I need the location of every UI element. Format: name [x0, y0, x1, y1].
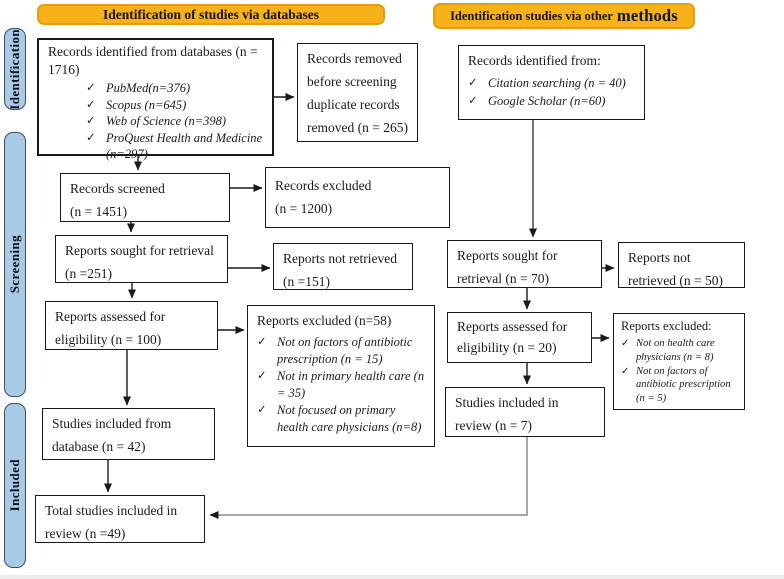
list-item: ✓ ProQuest Health and Medicine (n=297) [86, 130, 263, 163]
stage-label-included: Included [4, 403, 26, 568]
stage-label-included-text: Included [7, 459, 22, 512]
box-title: Reports excluded (n=58) [257, 313, 392, 328]
box-reports-sought-other: Reports sought for retrieval (n = 70) [447, 240, 602, 288]
check-icon: ✓ [468, 77, 478, 89]
box-reports-not-retrieved-other: Reports not retrieved (n = 50) [618, 242, 745, 288]
check-icon: ✓ [621, 365, 630, 377]
box-records-identified-other: Records identified from: ✓ Citation searc… [458, 45, 645, 120]
check-icon: ✓ [257, 336, 267, 348]
box-studies-included-db: Studies included from database (n = 42) [42, 408, 215, 460]
list-item-text: Not focused on primary health care physi… [277, 403, 422, 434]
list-item-text: Not on factors of antibiotic prescriptio… [277, 335, 413, 366]
box-text: eligibility (n = 100) [55, 332, 162, 347]
banner-other-methods-emphasis: methods [616, 6, 678, 25]
box-text: Reports not [628, 250, 691, 265]
list-item: ✓ Not in primary health care (n = 35) [257, 368, 425, 402]
box-studies-included-other: Studies included in review (n = 7) [445, 387, 605, 437]
box-text: Records removed [307, 51, 402, 66]
other-source-list: ✓ Citation searching (n = 40) ✓ Google Sch… [468, 74, 635, 110]
box-text: Reports sought for [457, 248, 558, 263]
list-item-text: Citation searching (n = 40) [488, 76, 626, 90]
box-records-screened: Records screened (n = 1451) [60, 173, 230, 222]
box-text: eligibility (n = 20) [457, 340, 557, 355]
box-text: Reports not retrieved [283, 251, 397, 266]
box-text: Records identified from databases (n = [48, 44, 258, 59]
list-item: ✓ PubMed(n=376) [86, 80, 263, 97]
list-item-text: Not on factors of antibiotic prescriptio… [636, 365, 731, 405]
box-text: database (n = 42) [52, 439, 146, 454]
stage-label-screening-text: Screening [7, 235, 22, 294]
box-reports-assessed-db: Reports assessed for eligibility (n = 10… [45, 301, 218, 350]
list-item: ✓ Web of Science (n=398) [86, 113, 263, 130]
box-records-identified-databases: Records identified from databases (n = 1… [37, 38, 274, 161]
box-reports-excluded-db: Reports excluded (n=58) ✓ Not on factors … [247, 305, 435, 447]
box-records-removed: Records removed before screening duplica… [297, 43, 418, 142]
stage-label-identification-text: Identification [7, 28, 22, 110]
list-item: ✓ Citation searching (n = 40) [468, 74, 635, 92]
connector-other-included-to-total [209, 437, 528, 519]
box-text: 1716) [48, 62, 80, 77]
box-reports-sought-db: Reports sought for retrieval (n =251) [55, 235, 228, 283]
stage-label-screening: Screening [4, 132, 26, 397]
box-text: review (n =49) [45, 526, 126, 541]
list-item: ✓ Scopus (n=645) [86, 97, 263, 114]
box-text: Reports assessed for [55, 309, 166, 324]
banner-other-methods: Identification studies via other methods [433, 3, 695, 29]
box-text: duplicate records [307, 97, 400, 112]
list-item-text: PubMed(n=376) [106, 81, 191, 95]
box-reports-not-retrieved-db: Reports not retrieved (n =151) [273, 243, 413, 290]
list-item-text: Web of Science (n=398) [106, 114, 227, 128]
box-text: retrieved (n = 50) [628, 273, 723, 288]
box-text: Records excluded [275, 178, 372, 193]
box-text: Reports sought for retrieval [65, 243, 214, 258]
box-title: Reports excluded: [621, 319, 712, 333]
box-text: retrieval (n = 70) [457, 271, 549, 286]
list-item: ✓ Not focused on primary health care phys… [257, 402, 425, 436]
check-icon: ✓ [468, 95, 478, 107]
check-icon: ✓ [257, 404, 267, 416]
check-icon: ✓ [86, 82, 96, 94]
box-text: removed (n = 265) [307, 120, 408, 135]
check-icon: ✓ [86, 115, 96, 127]
box-text: (n =151) [283, 274, 330, 289]
check-icon: ✓ [86, 131, 96, 144]
box-text: Studies included in [455, 395, 559, 410]
box-total-studies-included: Total studies included in review (n =49) [35, 495, 205, 543]
box-reports-excluded-other: Reports excluded: ✓ Not on health care ph… [613, 313, 745, 410]
image-bottom-edge [0, 575, 784, 579]
check-icon: ✓ [86, 98, 96, 111]
list-item-text: Not in primary health care (n = 35) [277, 369, 425, 400]
list-item: ✓ Google Scholar (n=60) [468, 92, 635, 110]
banner-other-methods-prefix: Identification studies via other [450, 8, 613, 23]
list-item: ✓ Not on factors of antibiotic prescripti… [257, 334, 425, 368]
list-item-text: Scopus (n=645) [106, 97, 187, 112]
check-icon: ✓ [257, 370, 267, 382]
box-title: Records identified from: [468, 53, 601, 68]
box-reports-assessed-other: Reports assessed for eligibility (n = 20… [447, 312, 592, 363]
box-text: Reports assessed for [457, 319, 568, 334]
list-item: ✓ Not on factors of antibiotic prescripti… [621, 365, 737, 406]
box-text: (n = 1451) [70, 204, 128, 219]
database-source-list: ✓ PubMed(n=376) ✓ Scopus (n=645) ✓ Web of S… [86, 80, 263, 163]
banner-databases: Identification of studies via databases [37, 4, 385, 25]
exclusion-reason-list: ✓ Not on health care physicians (n = 8) ✓… [621, 337, 737, 406]
box-text: (n = 1200) [275, 201, 333, 216]
exclusion-reason-list: ✓ Not on factors of antibiotic prescripti… [257, 334, 425, 436]
box-text: review (n = 7) [455, 418, 532, 433]
check-icon: ✓ [621, 338, 630, 349]
list-item-text: Not on health care physicians (n = 8) [636, 338, 715, 363]
box-text: Studies included from [52, 416, 172, 431]
banner-databases-text: Identification of studies via databases [102, 6, 320, 22]
list-item-text: Google Scholar (n=60) [488, 94, 606, 108]
box-text: (n =251) [65, 266, 112, 281]
list-item-text: ProQuest Health and Medicine (n=297) [106, 130, 263, 162]
box-text: Records screened [70, 181, 165, 196]
stage-label-identification: Identification [4, 28, 26, 110]
list-item: ✓ Not on health care physicians (n = 8) [621, 337, 737, 365]
box-text: Total studies included in [45, 503, 178, 518]
box-text: before screening [307, 74, 397, 89]
box-records-excluded: Records excluded (n = 1200) [265, 167, 450, 228]
